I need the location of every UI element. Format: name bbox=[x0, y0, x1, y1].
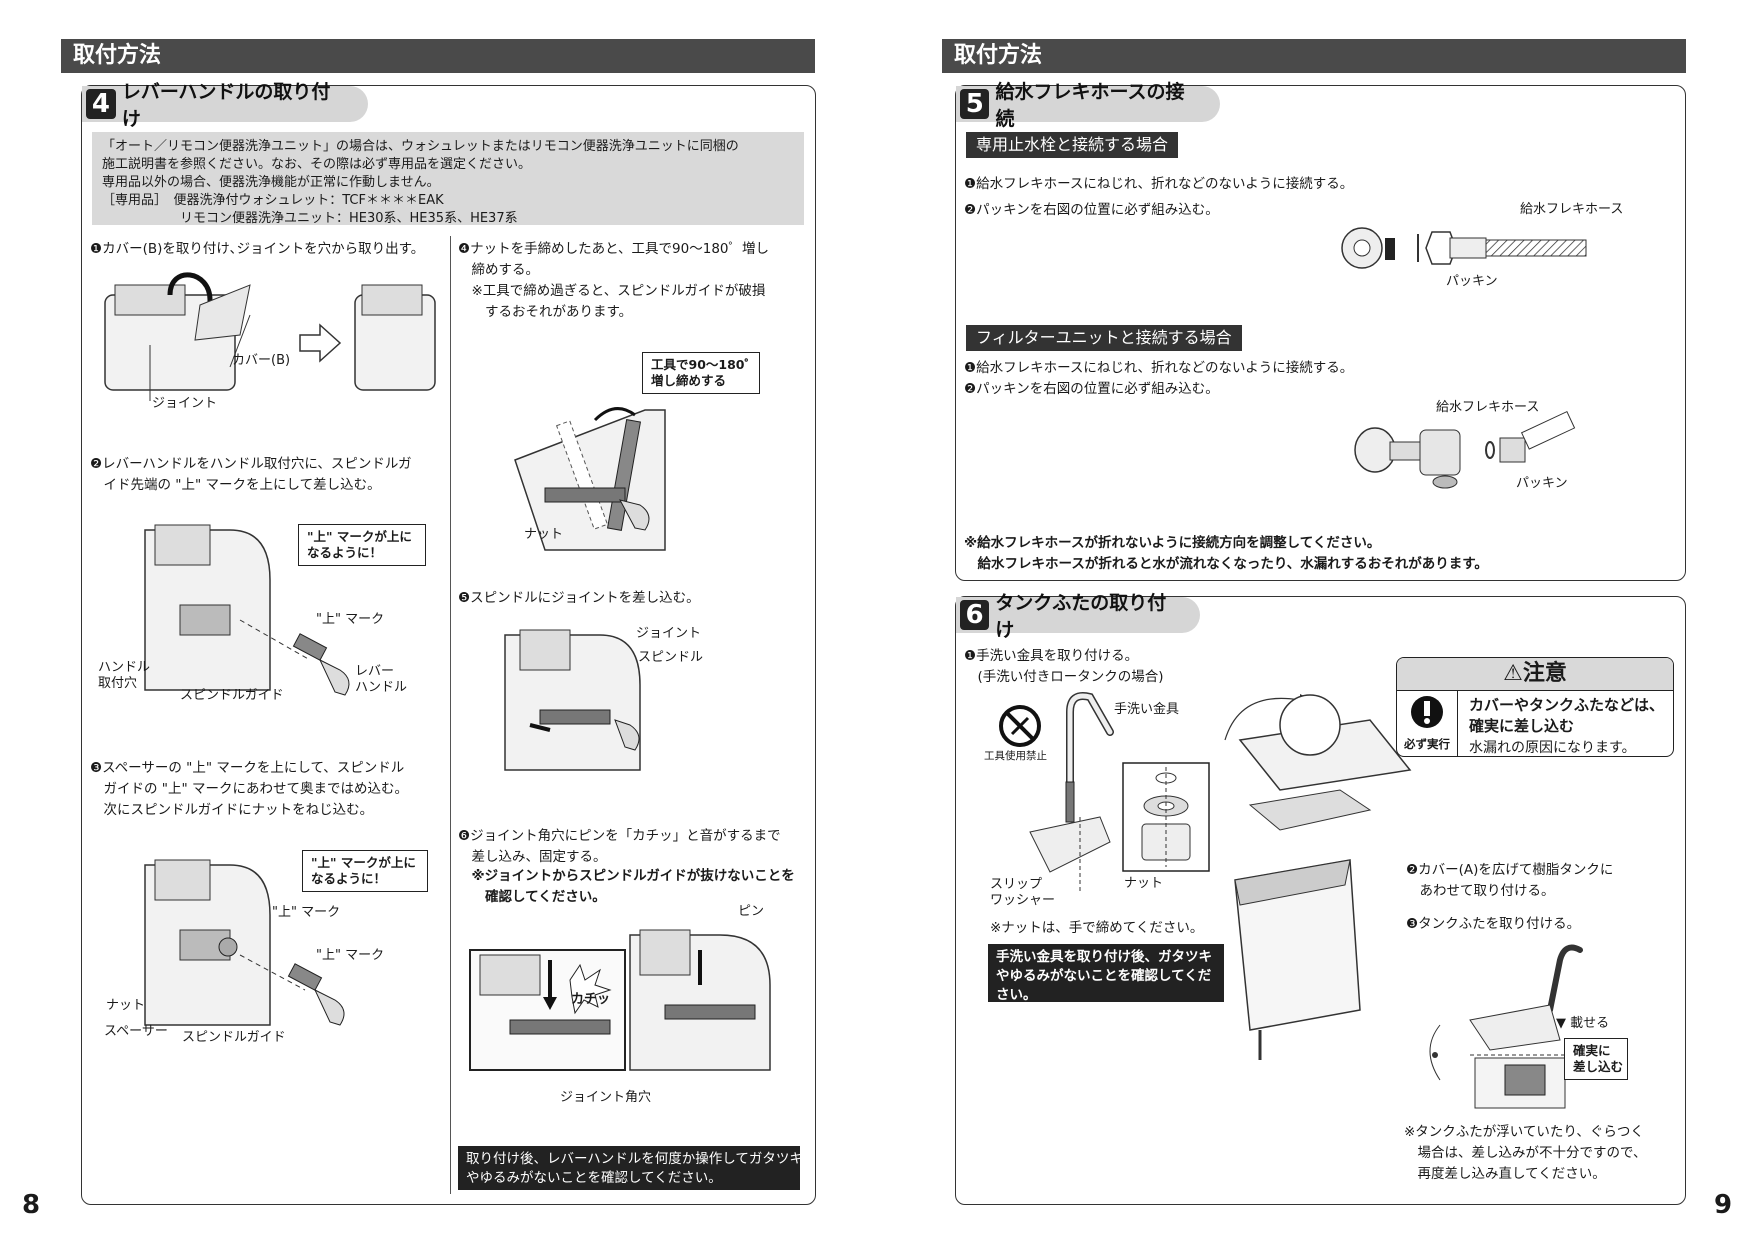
sub1-packing-label: パッキン bbox=[1446, 274, 1498, 289]
caution-triangle-icon: ⚠ bbox=[1503, 661, 1523, 686]
step3-spacer-label: スペーサー bbox=[104, 1024, 168, 1039]
step6-square-hole-label: ジョイント角穴 bbox=[560, 1090, 652, 1105]
step1-text: ❶カバー(B)を取り付け､ジョイントを穴から取り出す。 bbox=[90, 241, 425, 257]
step2-mark-label: "上" マーク bbox=[316, 612, 385, 627]
step5-illustration bbox=[504, 629, 641, 771]
no-tools-label: 工具使用禁止 bbox=[984, 750, 1047, 762]
section4-number: 4 bbox=[86, 89, 116, 119]
must-do-cell: 必ず実行 bbox=[1397, 691, 1458, 756]
step4-nut-label: ナット bbox=[524, 527, 564, 542]
step3-mark2-label: "上" マーク bbox=[316, 948, 385, 963]
step2-callout: "上" マークが上に なるように！ bbox=[298, 524, 426, 566]
section4-title-text: レバーハンドルの取り付け bbox=[121, 81, 331, 130]
section5-sub2-heading: フィルターユニットと接続する場合 bbox=[966, 325, 1242, 351]
section4-title: 4 レバーハンドルの取り付け bbox=[82, 81, 368, 130]
step2-hole-label: ハンドル 取付穴 bbox=[98, 660, 151, 691]
section5-sub2-step1: ❶給水フレキホースにねじれ、折れなどのないように接続する。 bbox=[964, 360, 1354, 376]
section6-final-note: ※タンクふたが浮いていたり、ぐらつく 場合は、差し込みが不十分ですので、 再度差… bbox=[1404, 1124, 1647, 1182]
step3-guide-label: スピンドルガイド bbox=[182, 1030, 286, 1045]
caution-body: 必ず実行 カバーやタンクふたなどは、 確実に差し込む 水漏れの原因になります。 bbox=[1397, 691, 1673, 756]
nut-hand-note: ※ナットは、手で締めてください。 bbox=[990, 920, 1204, 936]
place-label: ▼ 載せる bbox=[1556, 1016, 1610, 1031]
section5-number: 5 bbox=[960, 89, 990, 119]
column-divider bbox=[450, 236, 451, 1194]
step5-text: ❺スピンドルにジョイントを差し込む。 bbox=[458, 590, 700, 606]
section5-note: ※給水フレキホースが折れないように接続方向を調整してください。 給水フレキホース… bbox=[964, 535, 1488, 572]
section5-sub1-heading: 専用止水栓と接続する場合 bbox=[966, 132, 1179, 158]
left-page-number: 8 bbox=[22, 1190, 41, 1220]
step2-lever-label: レバー ハンドル bbox=[355, 664, 408, 695]
section5-sub1-step1: ❶給水フレキホースにねじれ、折れなどのないように接続する。 bbox=[964, 176, 1354, 192]
step2-guide-label: スピンドルガイド bbox=[180, 688, 284, 703]
caution-title: 注意 bbox=[1522, 661, 1567, 686]
insert-callout: 確実に 差し込む bbox=[1564, 1038, 1628, 1080]
step6-illustration bbox=[469, 929, 771, 1071]
sub1-hose-label: 給水フレキホース bbox=[1520, 202, 1624, 217]
must-do-label: 必ず実行 bbox=[1404, 737, 1450, 751]
place-label-text: 載せる bbox=[1570, 1016, 1610, 1031]
sub2-packing-label: パッキン bbox=[1516, 476, 1568, 491]
sub2-hose-label: 給水フレキホース bbox=[1436, 400, 1540, 415]
step1-joint-label: ジョイント bbox=[152, 396, 218, 411]
caution-box: ⚠注意 必ず実行 カバーやタンクふたなどは、 確実に差し込む 水漏れの原因になり… bbox=[1396, 657, 1674, 757]
faucet-warning: 手洗い金具を取り付け後、ガタツキ やゆるみがないことを確認してくだ さい。 bbox=[988, 944, 1224, 1003]
section6-number: 6 bbox=[960, 600, 990, 630]
faucet-label: 手洗い金具 bbox=[1114, 702, 1180, 717]
tank-illustration bbox=[1224, 694, 1412, 1060]
section6-step1: ❶手洗い金具を取り付ける。 (手洗い付きロータンクの場合) bbox=[964, 648, 1164, 685]
nut-label: ナット bbox=[1124, 876, 1164, 891]
slip-washer-label: スリップ ワッシャー bbox=[990, 877, 1056, 908]
section5-sub2-step2: ❷パッキンを右図の位置に必ず組み込む。 bbox=[964, 381, 1219, 397]
step1-illustration bbox=[104, 272, 436, 401]
caution-sub: 水漏れの原因になります。 bbox=[1469, 740, 1636, 756]
right-page-number: 9 bbox=[1714, 1190, 1733, 1220]
step1-cover-label: カバー(B) bbox=[232, 353, 291, 368]
section5-title-text: 給水フレキホースの接続 bbox=[995, 81, 1185, 130]
faucet-illustration bbox=[1029, 692, 1114, 892]
step5-spindle-label: スピンドル bbox=[638, 650, 704, 665]
exclamation-icon bbox=[1411, 696, 1443, 728]
step3-mark1-label: "上" マーク bbox=[272, 905, 341, 920]
sub2-illustration bbox=[1354, 410, 1576, 489]
step3-nut-label: ナット bbox=[106, 998, 146, 1013]
no-tools-icon bbox=[999, 705, 1041, 747]
step2-illustration bbox=[144, 524, 350, 696]
step4-text: ❹ナットを手締めしたあと、工具で90～180゜増し 締めする。 ※工具で締め過ぎ… bbox=[458, 241, 770, 320]
caution-header: ⚠注意 bbox=[1397, 658, 1673, 691]
step6-note: ※ジョイントからスピンドルガイドが抜けないことを 確認してください。 bbox=[471, 868, 795, 905]
left-page-header: 取付方法 bbox=[61, 39, 815, 73]
step6-text: ❻ジョイント角穴にピンを「カチッ」と音がするまで 差し込み、固定する。 bbox=[458, 828, 781, 865]
step4-illustration bbox=[514, 407, 666, 551]
section6-title: 6 タンクふたの取り付け bbox=[956, 592, 1200, 641]
step6-click-label: カチッ bbox=[571, 992, 611, 1007]
nut-detail-illustration bbox=[1122, 762, 1210, 872]
sub1-illustration bbox=[1341, 227, 1587, 269]
step5-joint-label: ジョイント bbox=[636, 626, 702, 641]
section6-step3: ❸タンクふたを取り付ける。 bbox=[1406, 916, 1581, 932]
section6-title-text: タンクふたの取り付け bbox=[995, 592, 1167, 641]
section4-footer-note: 取り付け後、レバーハンドルを何度か操作してガタツキ やゆるみがないことを確認して… bbox=[458, 1146, 803, 1190]
section4-notice: 「オート／リモコン便器洗浄ユニット」の場合は、ウォシュレットまたはリモコン便器洗… bbox=[92, 132, 804, 226]
right-page-header: 取付方法 bbox=[942, 39, 1686, 73]
step3-text: ❸スペーサーの "上" マークを上にして、スピンドル ガイドの "上" マークに… bbox=[90, 760, 409, 818]
section5-title: 5 給水フレキホースの接続 bbox=[956, 81, 1220, 130]
step6-pin-label: ピン bbox=[738, 904, 765, 919]
section6-step2: ❷カバー(A)を広げて樹脂タンクに あわせて取り付ける。 bbox=[1406, 862, 1614, 899]
lid-insert-illustration bbox=[1429, 944, 1583, 1109]
step3-illustration bbox=[144, 859, 345, 1026]
step2-text: ❷レバーハンドルをハンドル取付穴に、スピンドルガ イド先端の "上" マークを上… bbox=[90, 456, 412, 493]
section5-sub1-step2: ❷パッキンを右図の位置に必ず組み込む。 bbox=[964, 202, 1219, 218]
step4-callout: 工具で90～180゜ 増し締めする bbox=[642, 352, 760, 394]
caution-main: カバーやタンクふたなどは、 確実に差し込む bbox=[1469, 696, 1665, 735]
step3-callout: "上" マークが上に なるように！ bbox=[302, 850, 428, 892]
